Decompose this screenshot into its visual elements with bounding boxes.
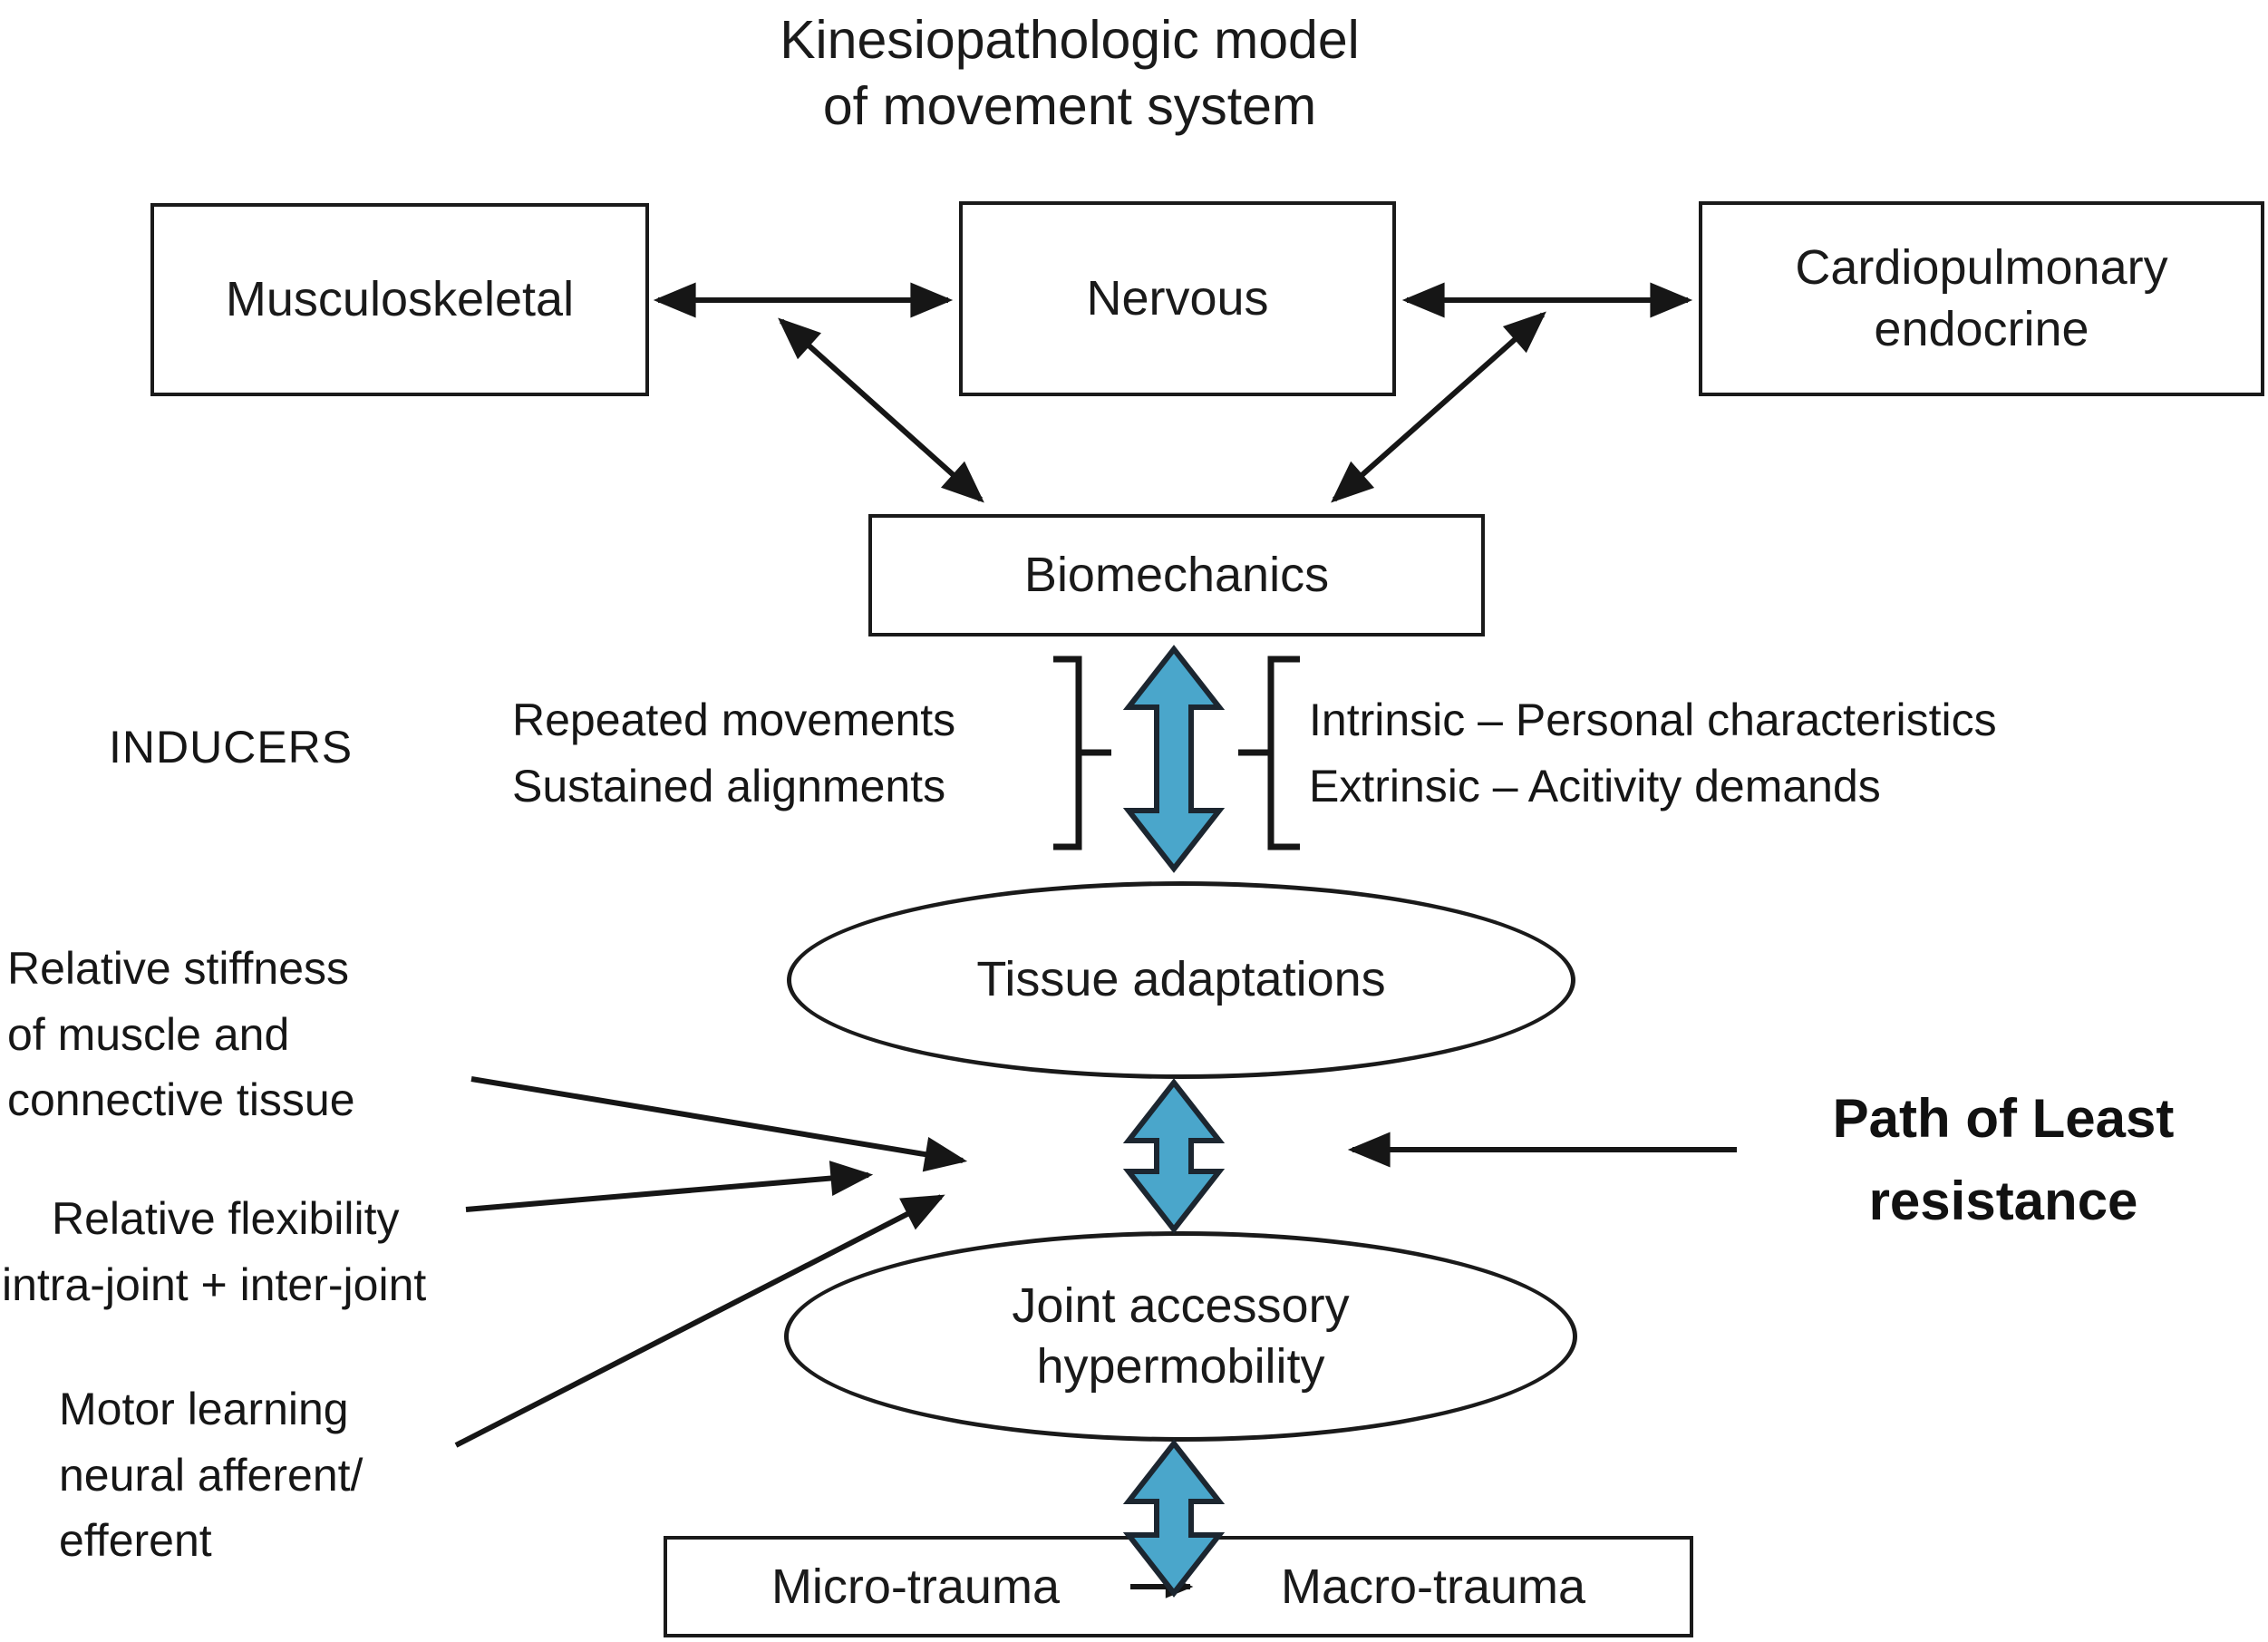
motor-learning-line2: neural afferent/ xyxy=(59,1449,363,1501)
biomechanics-box: Biomechanics xyxy=(868,514,1485,636)
cardiopulmonary-label-line2: endocrine xyxy=(1874,301,2089,356)
trauma-box: Micro-trauma Macro-trauma xyxy=(664,1536,1693,1637)
inducers-factors-text: Intrinsic – Personal characteristics Ext… xyxy=(1309,687,1997,819)
musculoskeletal-label: Musculoskeletal xyxy=(225,271,575,326)
arrow-relative-flexibility xyxy=(465,1161,874,1212)
inducers-movement-line1: Repeated movements xyxy=(512,695,956,745)
arrow-relative-stiffness xyxy=(470,1076,968,1172)
inducers-factors-line1: Intrinsic – Personal characteristics xyxy=(1309,695,1997,745)
relative-flexibility-line2: intra-joint + inter-joint xyxy=(2,1258,427,1310)
musculoskeletal-box: Musculoskeletal xyxy=(150,203,649,396)
nervous-label: Nervous xyxy=(1086,270,1269,325)
bracket-right-of-arrow xyxy=(1267,656,1300,850)
joint-accessory-label-line2: hypermobility xyxy=(1036,1339,1325,1394)
arrow-left-diagonal-biomechanics xyxy=(778,317,984,503)
inducers-movement-text: Repeated movements Sustained alignments xyxy=(512,687,955,819)
relative-flexibility-text: Relative flexibility intra-joint + inter… xyxy=(2,1186,426,1317)
path-of-least-line1: Path of Least xyxy=(1832,1088,2175,1149)
macro-trauma-label: Macro-trauma xyxy=(1280,1559,1586,1614)
relative-stiffness-line1: Relative stiffness xyxy=(7,943,350,994)
motor-learning-text: Motor learning neural afferent/ efferent xyxy=(59,1376,363,1574)
bracket-left-of-arrow xyxy=(1053,656,1082,850)
blue-arrow-tissue-joint xyxy=(1122,1078,1226,1234)
cardiopulmonary-label-line1: Cardiopulmonary xyxy=(1795,240,2168,295)
path-of-least-resistance-text: Path of Least resistance xyxy=(1768,1077,2239,1242)
motor-learning-line1: Motor learning xyxy=(59,1384,349,1434)
figure-title: Kinesiopathologic model of movement syst… xyxy=(571,7,1568,140)
relative-flexibility-line1: Relative flexibility xyxy=(52,1193,400,1244)
nervous-box: Nervous xyxy=(959,201,1396,396)
biomechanics-label: Biomechanics xyxy=(1023,547,1330,602)
inducers-factors-line2: Extrinsic – Acitivity demands xyxy=(1309,760,1881,811)
figure-title-line1: Kinesiopathologic model xyxy=(780,10,1360,70)
relative-stiffness-line2: of muscle and xyxy=(7,1008,290,1060)
micro-to-macro-arrow-icon xyxy=(1129,1575,1194,1598)
micro-trauma-label: Micro-trauma xyxy=(771,1559,1060,1614)
blue-arrow-biomechanics-tissue xyxy=(1122,645,1226,873)
joint-accessory-label-line1: Joint accessory xyxy=(1012,1278,1350,1333)
figure-title-line2: of movement system xyxy=(822,76,1317,137)
tissue-adaptations-ellipse: Tissue adaptations xyxy=(787,881,1575,1079)
joint-accessory-hypermobility-ellipse: Joint accessory hypermobility xyxy=(784,1231,1577,1442)
inducers-movement-line2: Sustained alignments xyxy=(512,760,946,811)
inducers-heading: INDUCERS xyxy=(109,722,354,772)
tissue-adaptations-label: Tissue adaptations xyxy=(976,952,1386,1007)
path-of-least-line2: resistance xyxy=(1868,1171,2138,1232)
cardiopulmonary-endocrine-box: Cardiopulmonary endocrine xyxy=(1699,201,2264,396)
relative-stiffness-text: Relative stiffness of muscle and connect… xyxy=(7,936,355,1133)
motor-learning-line3: efferent xyxy=(59,1515,212,1566)
relative-stiffness-line3: connective tissue xyxy=(7,1074,355,1125)
